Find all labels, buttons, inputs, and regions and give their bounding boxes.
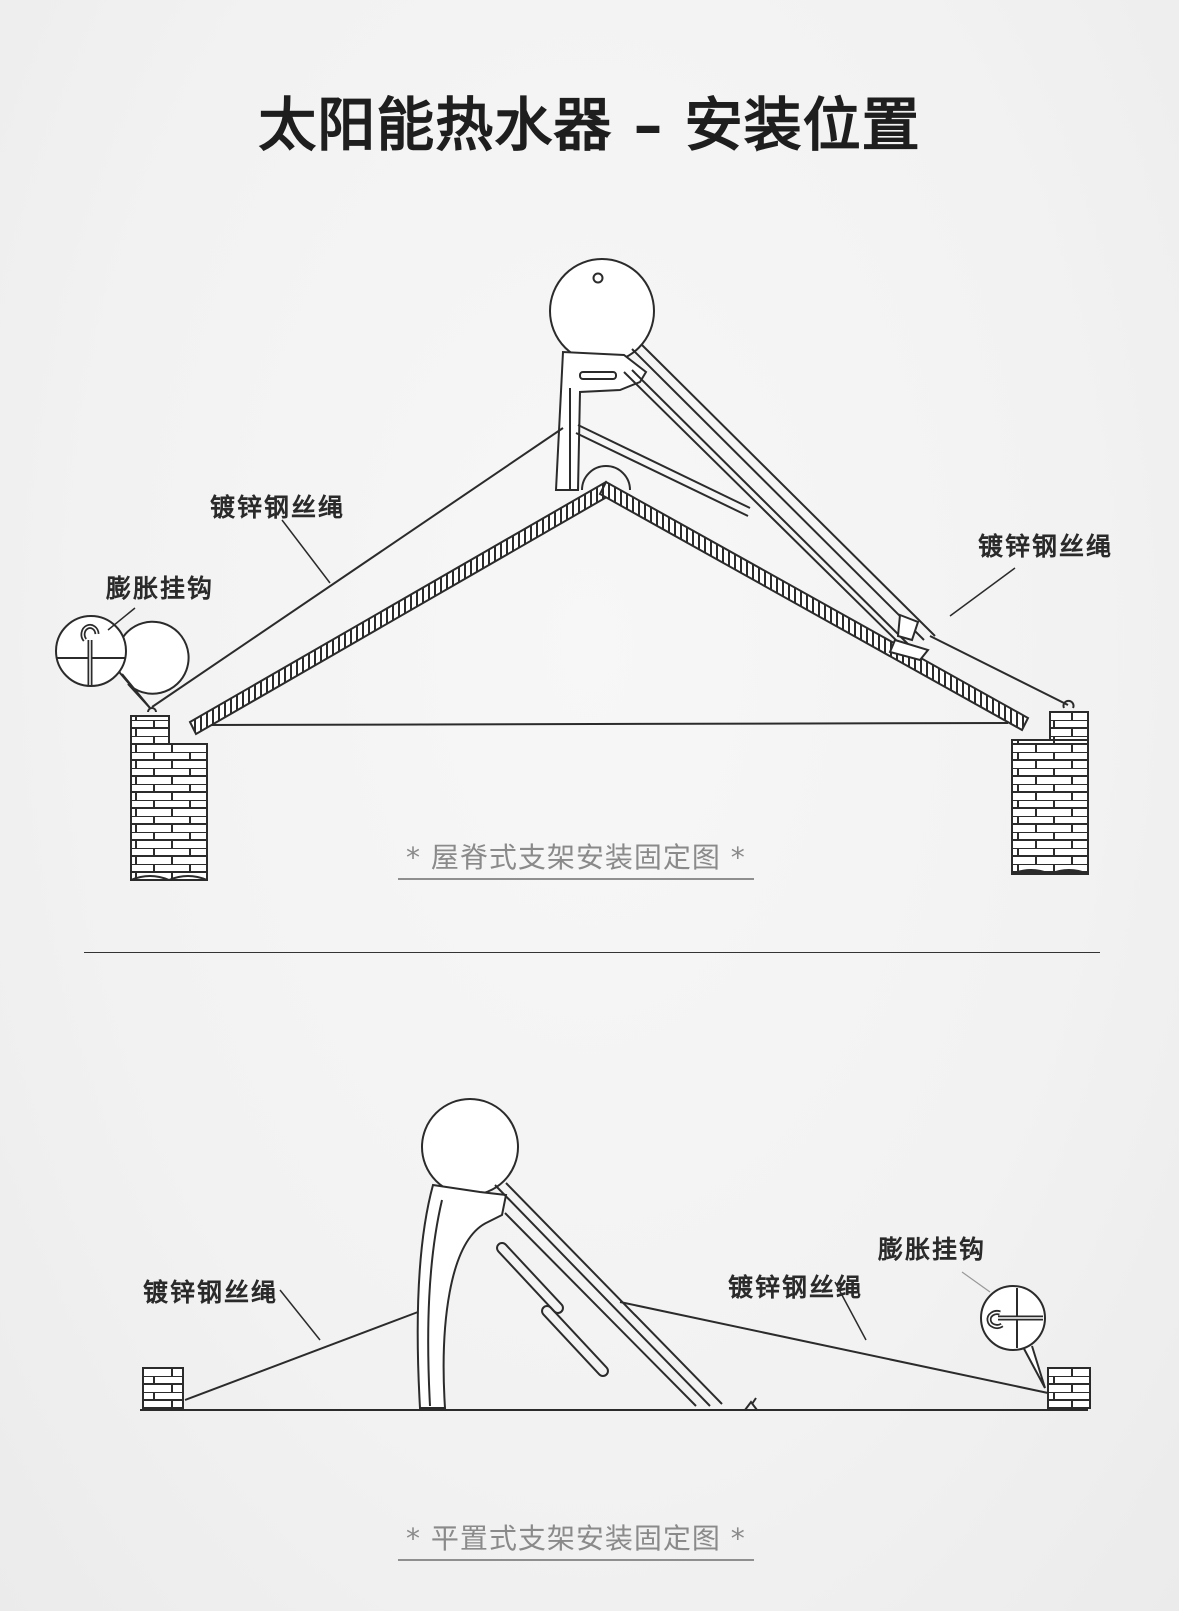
ceiling-line (206, 722, 1009, 726)
section-divider (84, 952, 1100, 953)
flat-mount-drawing (140, 1098, 1091, 1411)
brick-block-right (1047, 1367, 1091, 1409)
steel-wire-right-flat (619, 1301, 1049, 1394)
flat-frame (416, 1182, 758, 1411)
hook-right-icon (1062, 699, 1075, 709)
steel-wire-right (929, 635, 1069, 706)
page-title: 太阳能热水器 – 安装位置 (258, 91, 921, 159)
hook-left-icon (147, 707, 157, 713)
hook-callout-right (961, 1271, 1046, 1389)
label-steel-wire-left-flat: 镀锌钢丝绳 (143, 1278, 279, 1307)
ridge-mount-drawing (55, 258, 1089, 882)
label-steel-wire-right: 镀锌钢丝绳 (978, 532, 1114, 561)
label-expansion-hook-left: 膨胀挂钩 (106, 574, 215, 603)
brick-pillar-left (130, 715, 208, 882)
steel-wire-left (151, 427, 564, 708)
steel-wire-left-flat (184, 1311, 419, 1401)
ridge-frame (554, 344, 936, 662)
hook-callout-left (55, 607, 190, 709)
water-tank (549, 258, 655, 364)
water-tank-flat (421, 1098, 519, 1196)
label-steel-wire-right-flat: 镀锌钢丝绳 (728, 1273, 864, 1302)
caption-flat-mount: * 平置式支架安装固定图 * (398, 1517, 754, 1561)
roof (188, 480, 1030, 736)
brick-block-left (142, 1367, 184, 1409)
caption-ridge-mount: * 屋脊式支架安装固定图 * (398, 836, 754, 880)
brick-pillar-right (1011, 711, 1089, 876)
label-steel-wire-left: 镀锌钢丝绳 (210, 493, 346, 522)
label-expansion-hook-right: 膨胀挂钩 (878, 1235, 987, 1264)
